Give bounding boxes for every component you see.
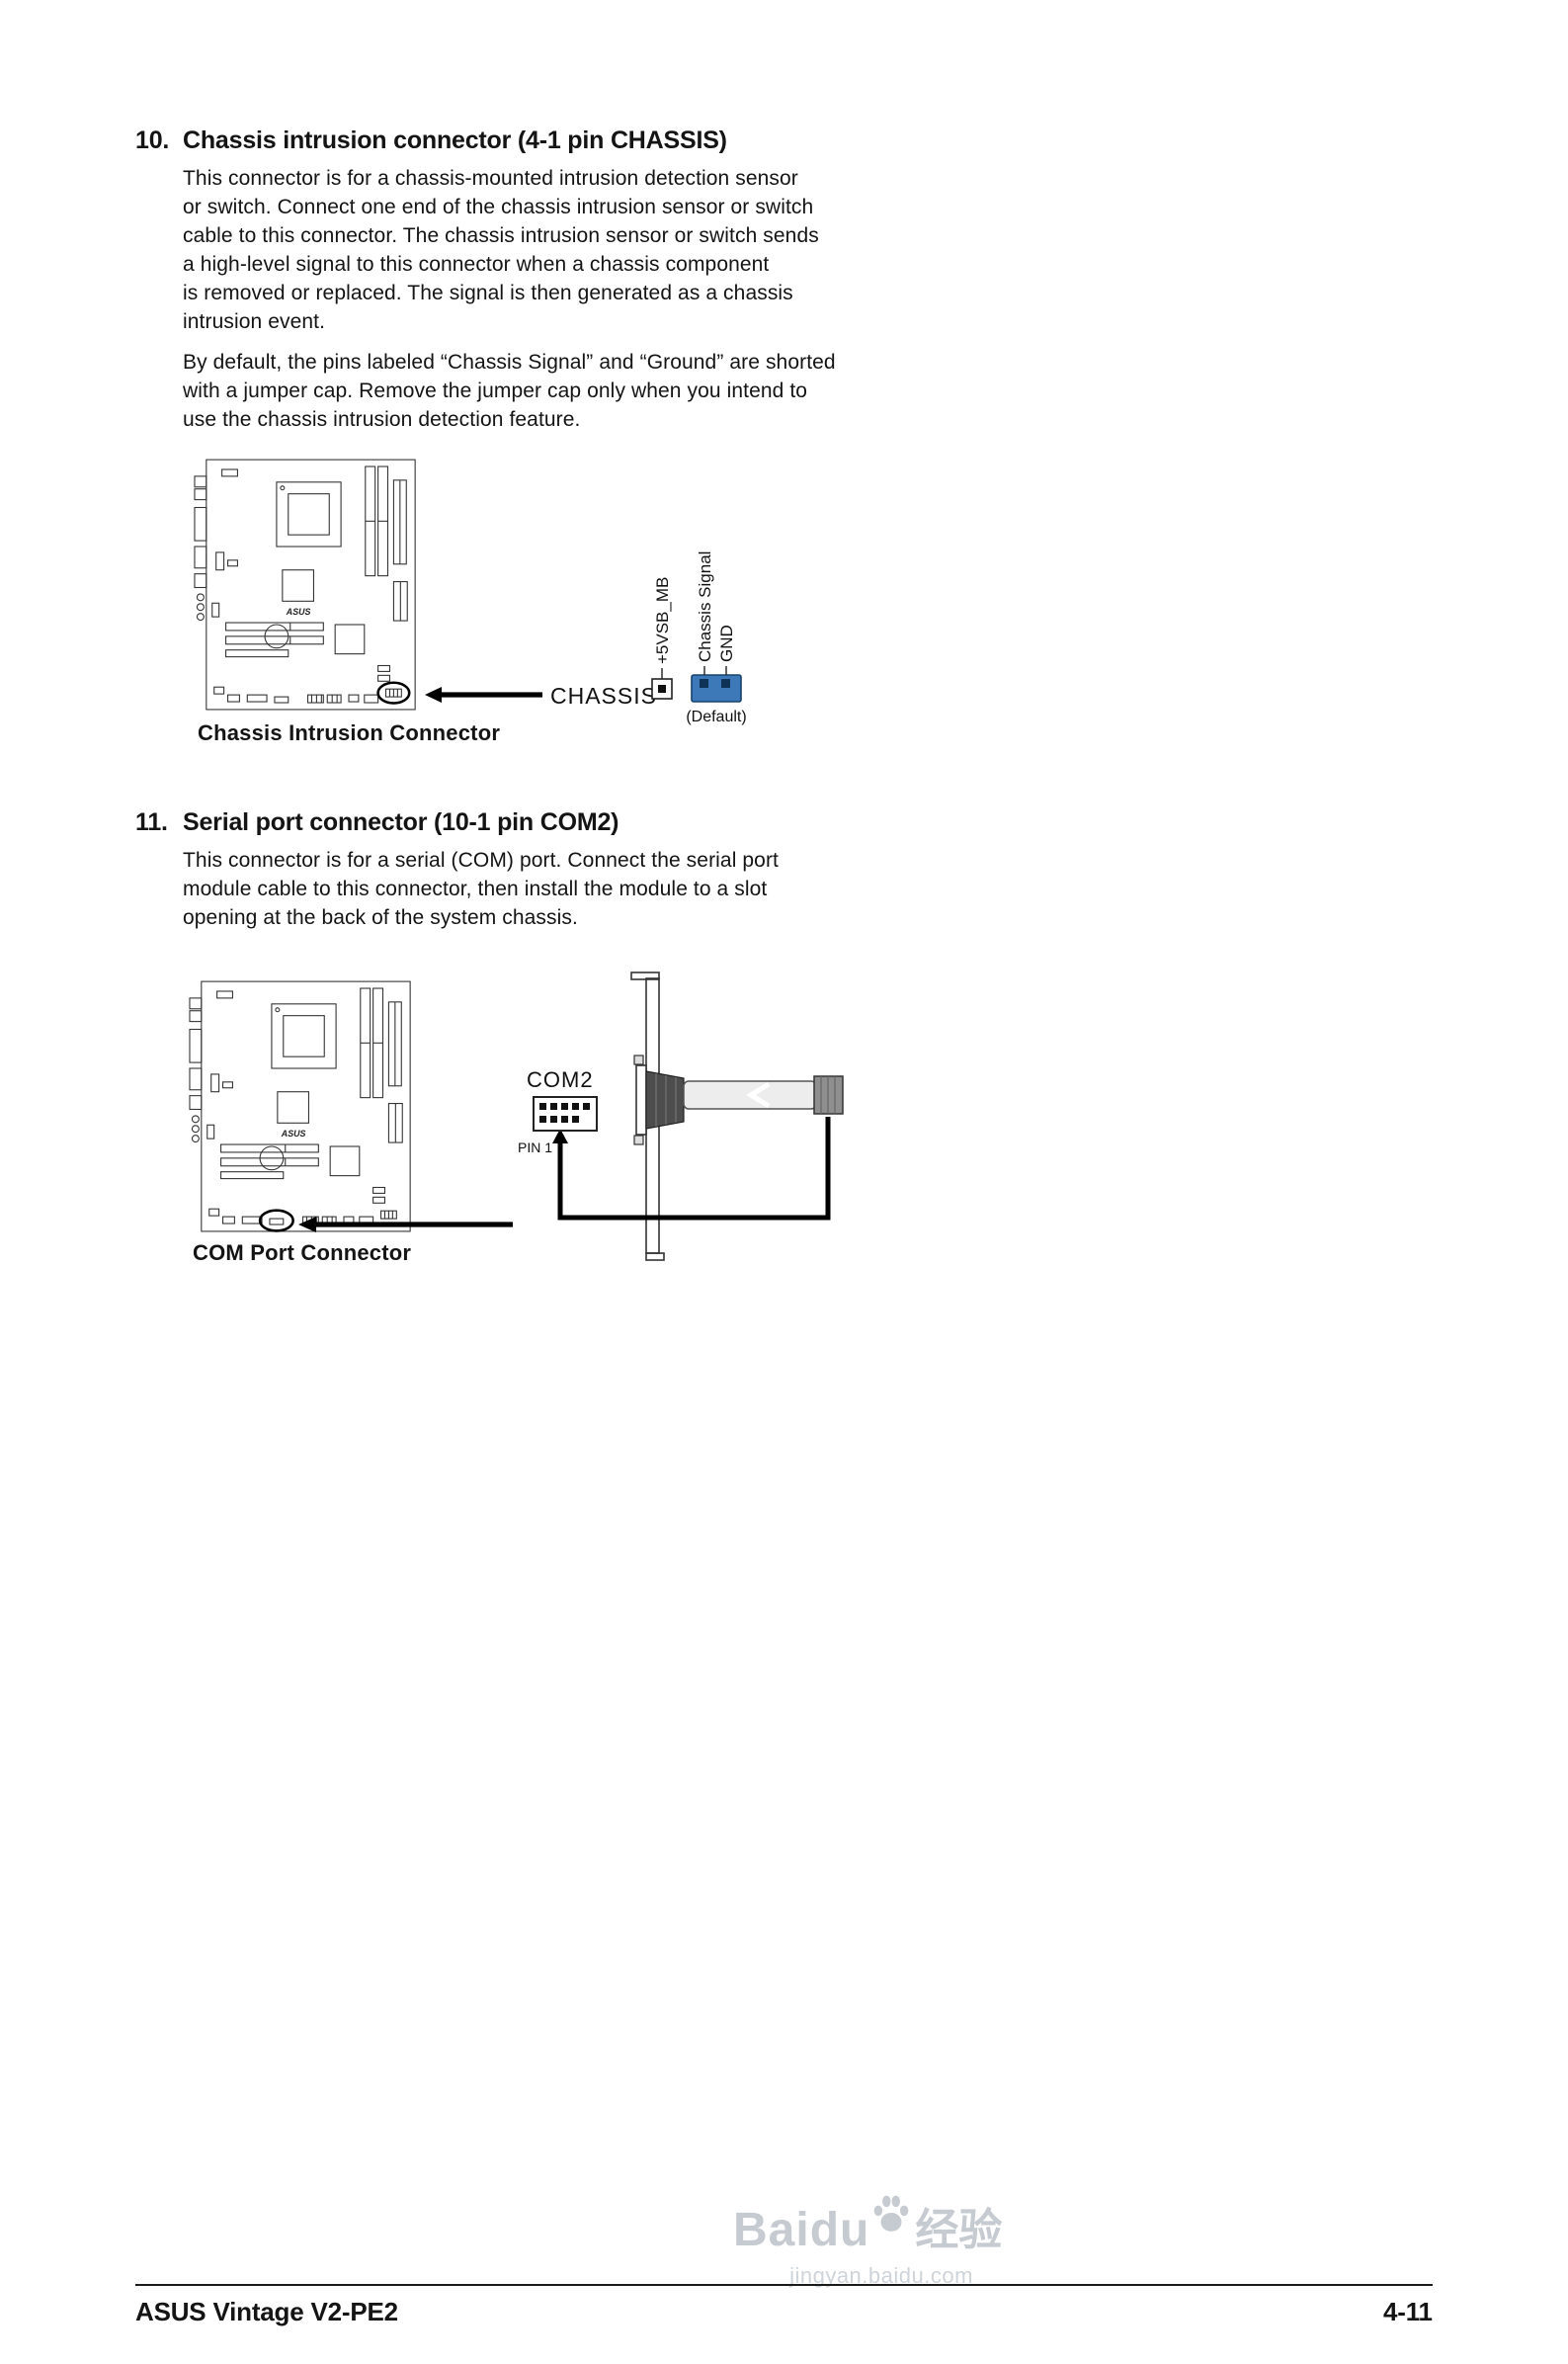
footer-product-name: ASUS Vintage V2-PE2 bbox=[135, 2297, 398, 2326]
section11-number: 11. bbox=[135, 808, 168, 836]
footer-rule bbox=[135, 2284, 1433, 2286]
db9-connector bbox=[645, 1070, 685, 1130]
section10-number: 10. bbox=[135, 127, 170, 154]
serial-port-faceplate bbox=[635, 1064, 647, 1136]
footer-page-number: 4-11 bbox=[1383, 2297, 1433, 2326]
chassis-connector-highlight bbox=[376, 681, 411, 705]
pin1-label: PIN 1 bbox=[518, 1140, 552, 1155]
section10-paragraph-2: By default, the pins labeled “Chassis Si… bbox=[183, 351, 836, 431]
com-diagram-caption: COM Port Connector bbox=[193, 1240, 412, 1265]
com2-connector-label: COM2 bbox=[527, 1067, 594, 1092]
chassis-diagram-caption: Chassis Intrusion Connector bbox=[198, 720, 501, 745]
section11-heading: Serial port connector (10-1 pin COM2) bbox=[183, 808, 619, 836]
watermark-brand: Baidu bbox=[733, 2204, 870, 2256]
baidu-watermark: Baidu 经验 jingyan.baidu.com bbox=[733, 2195, 1030, 2289]
pin-label-5vsb: +5VSB_MB bbox=[653, 577, 672, 664]
callout-arrowhead bbox=[425, 687, 442, 703]
com2-pin-header bbox=[533, 1096, 598, 1132]
section11-paragraph-1: This connector is for a serial (COM) por… bbox=[183, 849, 779, 929]
motherboard-diagram-com bbox=[188, 978, 422, 1232]
motherboard-diagram-chassis bbox=[193, 457, 427, 716]
default-note: (Default) bbox=[686, 709, 746, 725]
com-port-diagram: COM2 PIN 1 bbox=[518, 971, 844, 1261]
watermark-tag: 经验 bbox=[915, 2206, 1003, 2254]
jumper-cap bbox=[691, 674, 742, 703]
section10-paragraph-1: This connector is for a chassis-mounted … bbox=[183, 167, 819, 333]
chassis-pinout-diagram: CHASSIS +5VSB_MB Chassis Signal GND (Def… bbox=[425, 551, 747, 725]
pin-label-chassis-signal: Chassis Signal bbox=[696, 551, 714, 662]
section10-heading: Chassis intrusion connector (4-1 pin CHA… bbox=[183, 127, 727, 154]
pin1-arrowhead bbox=[552, 1129, 568, 1143]
cable-routing-line bbox=[557, 1117, 831, 1221]
baidu-paw-icon bbox=[873, 2194, 909, 2238]
watermark-url: jingyan.baidu.com bbox=[789, 2263, 973, 2288]
com-callout-arrow bbox=[298, 1217, 513, 1232]
pin-label-gnd: GND bbox=[717, 625, 736, 662]
com-connector-highlight bbox=[258, 1209, 294, 1232]
chassis-connector-label: CHASSIS bbox=[550, 683, 657, 709]
